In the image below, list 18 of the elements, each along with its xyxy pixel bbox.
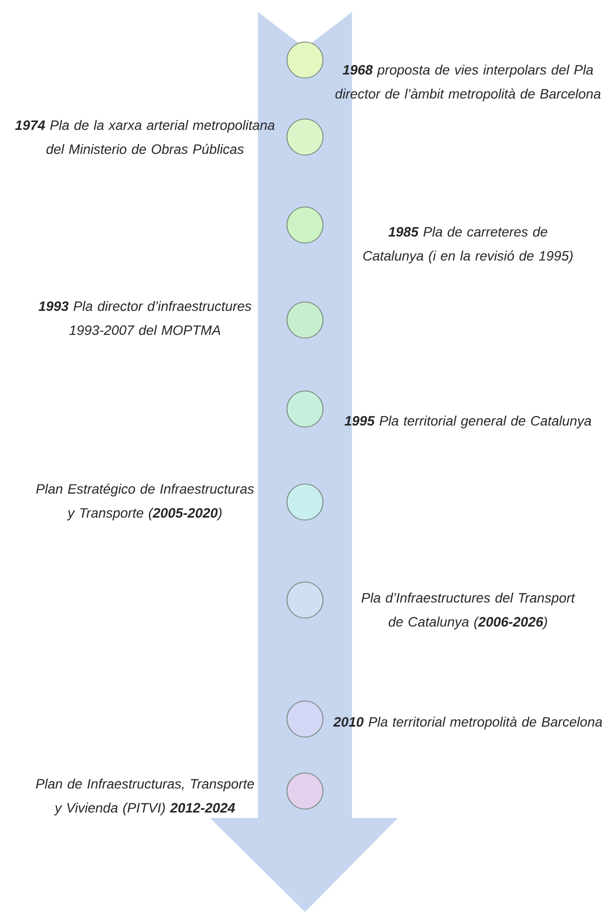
timeline-dot — [286, 772, 324, 810]
event-label: Pla d’Infraestructures del Transport de Catalunya (2006-2026) — [362, 592, 576, 630]
event-label: 1993 Pla director d’infraestructures 1993-2007 del MOPTMA — [38, 301, 252, 335]
event-label: 1968 proposta de vies interpolars del Pla director de l’àmbit metropolità de Barcelona — [335, 64, 601, 102]
event-label: Plan de Infraestructuras, Transporte y Vivienda (PITVI) 2012-2024 — [36, 778, 254, 816]
timeline-dot — [286, 582, 324, 618]
timeline-dot — [286, 302, 324, 338]
event-label: 2010 Pla territorial metropolità de Barcelona — [333, 716, 602, 730]
event-label: 1995 Pla territorial general de Catalunya — [344, 416, 592, 428]
timeline-dot — [286, 206, 324, 244]
event-label: Plan Estratégico de Infraestructuras y Transporte (2005-2020) — [36, 484, 254, 520]
timeline-dot — [286, 484, 324, 520]
event-label: 1974 Pla de la xarxa arterial metropolitana del Ministerio de Obras Públicas — [15, 120, 275, 154]
timeline-dot — [286, 118, 324, 156]
timeline-dot — [286, 390, 324, 428]
timeline-dot — [286, 42, 324, 78]
timeline-dot — [286, 700, 324, 738]
event-label: 1985 Pla de carreteres de Catalunya (i en la revisió de 1995) — [363, 226, 573, 264]
